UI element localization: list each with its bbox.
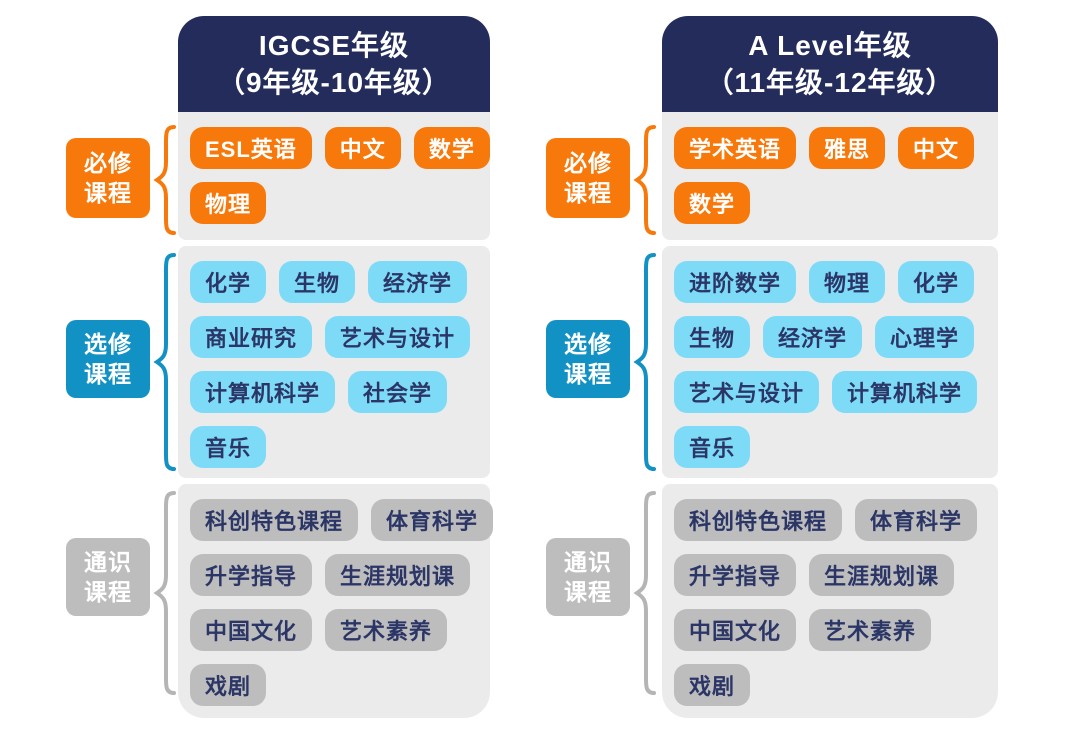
course-chip: 化学 [898, 261, 975, 303]
category-label-general-alevel: 通识 课程 [546, 538, 630, 616]
course-chip: 体育科学 [855, 499, 978, 541]
course-chip: 音乐 [674, 426, 751, 468]
course-chip: ESL英语 [190, 127, 312, 169]
course-chip: 进阶数学 [674, 261, 797, 303]
course-chip: 数学 [674, 182, 751, 224]
brace-icon-elective-alevel [633, 253, 656, 471]
course-row: 音乐 [674, 426, 986, 468]
course-chip: 中国文化 [190, 609, 313, 651]
column-title: IGCSE年级 [258, 30, 410, 61]
course-row: 商业研究艺术与设计 [190, 316, 478, 358]
course-row: 科创特色课程体育科学 [190, 499, 494, 541]
column-panel-alevel: A Level年级 （11年级-12年级） 学术英语雅思中文数学 进阶数学物理化… [662, 16, 998, 718]
section-general-igcse: 科创特色课程体育科学升学指导生涯规划课中国文化艺术素养戏剧 [178, 484, 494, 718]
brace-icon-general-igcse [153, 491, 176, 695]
course-row: 物理 [190, 182, 478, 224]
course-chip: 计算机科学 [832, 371, 978, 413]
section-general-alevel: 科创特色课程体育科学升学指导生涯规划课中国文化艺术素养戏剧 [662, 484, 998, 718]
course-chip: 化学 [190, 261, 267, 303]
category-label-elective-igcse: 选修 课程 [66, 320, 150, 398]
column-panel-igcse: IGCSE年级 （9年级-10年级） ESL英语中文数学物理 化学生物经济学商业… [178, 16, 494, 718]
course-row: 学术英语雅思中文 [674, 127, 986, 169]
section-required-alevel: 学术英语雅思中文数学 [662, 112, 998, 240]
brace-icon-elective-igcse [153, 253, 176, 471]
course-chip: 数学 [413, 127, 490, 169]
course-chip: 升学指导 [190, 554, 313, 596]
section-elective-igcse: 化学生物经济学商业研究艺术与设计计算机科学社会学音乐 [178, 246, 490, 478]
course-row: 科创特色课程体育科学 [674, 499, 986, 541]
section-required-igcse: ESL英语中文数学物理 [178, 112, 490, 240]
course-chip: 生涯规划课 [809, 554, 955, 596]
section-elective-alevel: 进阶数学物理化学生物经济学心理学艺术与设计计算机科学音乐 [662, 246, 998, 478]
course-row: 戏剧 [190, 664, 478, 706]
course-row: 戏剧 [674, 664, 986, 706]
course-chip: 经济学 [763, 316, 863, 358]
course-chip: 艺术素养 [809, 609, 932, 651]
course-chip: 中文 [324, 127, 401, 169]
course-chip: 物理 [809, 261, 886, 303]
category-label-elective-alevel: 选修 课程 [546, 320, 630, 398]
course-chip: 音乐 [190, 426, 267, 468]
course-row: 进阶数学物理化学 [674, 261, 986, 303]
course-row: 数学 [674, 182, 986, 224]
course-chip: 科创特色课程 [190, 499, 359, 541]
brace-icon-required-igcse [153, 125, 176, 235]
course-chip: 计算机科学 [190, 371, 336, 413]
course-row: 中国文化艺术素养 [190, 609, 478, 651]
course-chip: 科创特色课程 [674, 499, 843, 541]
brace-icon-required-alevel [633, 125, 656, 235]
column-title: A Level年级 [748, 30, 912, 61]
column-header-igcse: IGCSE年级 （9年级-10年级） [178, 16, 490, 112]
column-subtitle: （9年级-10年级） [216, 67, 452, 98]
course-chip: 中国文化 [674, 609, 797, 651]
category-label-required-alevel: 必修 课程 [546, 138, 630, 218]
course-chip: 艺术素养 [325, 609, 448, 651]
course-row: 生物经济学心理学 [674, 316, 986, 358]
course-chip: 生涯规划课 [325, 554, 471, 596]
course-row: 音乐 [190, 426, 478, 468]
course-row: 艺术与设计计算机科学 [674, 371, 986, 413]
course-chip: 物理 [190, 182, 267, 224]
course-chip: 中文 [898, 127, 975, 169]
course-chip: 戏剧 [674, 664, 751, 706]
course-row: 升学指导生涯规划课 [190, 554, 478, 596]
course-chip: 生物 [279, 261, 356, 303]
category-label-required-igcse: 必修 课程 [66, 138, 150, 218]
course-chip: 艺术与设计 [325, 316, 471, 358]
course-chip: 生物 [674, 316, 751, 358]
course-chip: 学术英语 [674, 127, 797, 169]
course-chip: 戏剧 [190, 664, 267, 706]
course-row: 中国文化艺术素养 [674, 609, 986, 651]
category-label-general-igcse: 通识 课程 [66, 538, 150, 616]
course-chip: 心理学 [875, 316, 975, 358]
course-chip: 升学指导 [674, 554, 797, 596]
course-chip: 雅思 [809, 127, 886, 169]
column-subtitle: （11年级-12年级） [705, 67, 955, 98]
course-chip: 社会学 [348, 371, 448, 413]
course-row: 化学生物经济学 [190, 261, 478, 303]
course-row: ESL英语中文数学 [190, 127, 490, 169]
course-row: 计算机科学社会学 [190, 371, 478, 413]
brace-icon-general-alevel [633, 491, 656, 695]
course-chip: 经济学 [368, 261, 468, 303]
course-chip: 商业研究 [190, 316, 313, 358]
course-chip: 体育科学 [371, 499, 494, 541]
course-row: 升学指导生涯规划课 [674, 554, 986, 596]
course-chip: 艺术与设计 [674, 371, 820, 413]
column-header-alevel: A Level年级 （11年级-12年级） [662, 16, 998, 112]
